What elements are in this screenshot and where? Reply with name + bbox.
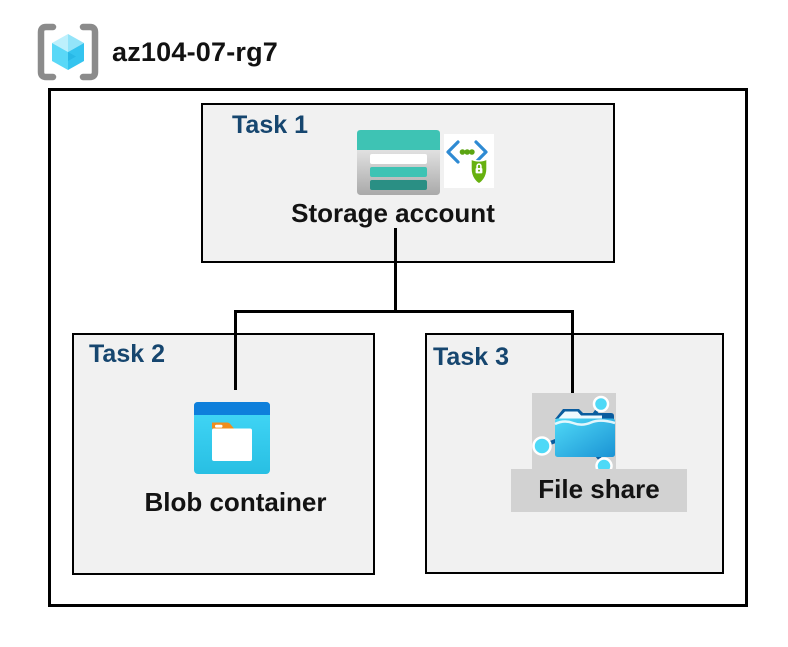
task2-label: Task 2 [89,340,165,368]
task3-label: Task 3 [433,343,509,371]
file-share-label-plate: File share [511,469,687,512]
connector-to-file-share [571,310,574,393]
resource-group-icon [37,23,99,81]
task1-label: Task 1 [232,111,308,139]
connector-horizontal-bar [234,310,574,313]
connector-to-blob-container [234,310,237,390]
task3-box: Task 3 File share [425,333,724,574]
blob-container-icon [194,402,270,474]
blob-container-label: Blob container [144,487,327,517]
file-share-label: File share [538,474,660,504]
storage-account-label: Storage account [291,198,495,228]
file-share-icon [532,395,616,475]
file-share-icon-plate [532,393,616,475]
connector-storage-stem [394,228,397,313]
task2-box: Task 2 Blob container [72,333,375,575]
storage-account-icon [357,130,440,195]
resource-group-name: az104-07-rg7 [112,37,278,67]
code-shield-lock-icon [444,134,494,188]
task1-box: Task 1 Storage account [201,103,615,263]
